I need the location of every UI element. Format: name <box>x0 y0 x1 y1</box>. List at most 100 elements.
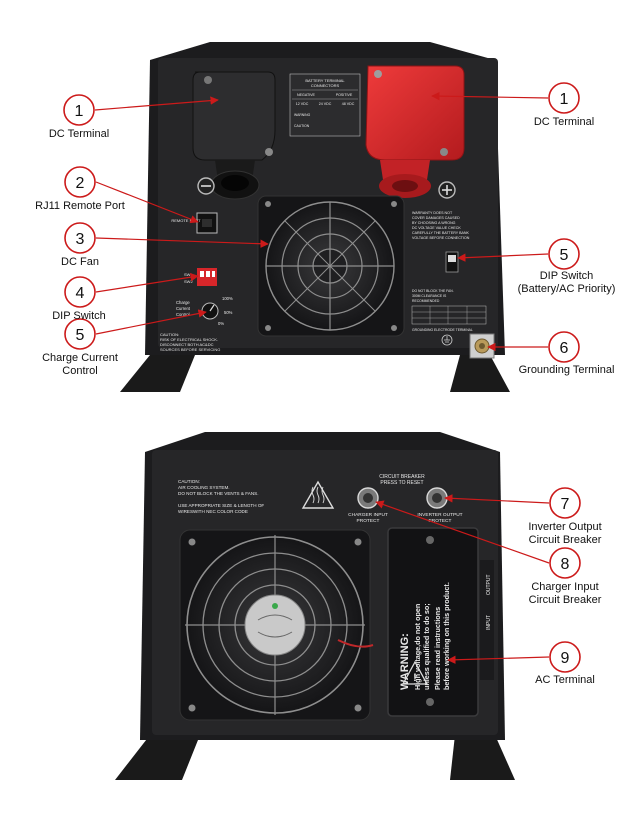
battery-label-title2: CONNECTORS <box>311 83 340 88</box>
warning-line-2: unless qualified to do so; <box>422 603 431 690</box>
pct-0-text: 0% <box>218 321 224 326</box>
inverter-protect-2: PROTECT <box>429 518 452 524</box>
ac-terminal-cover: WARNING: High voltage,do not open unless… <box>387 527 494 717</box>
battery-label-warning: WARNING <box>294 113 311 117</box>
breaker-title-2: PRESS TO RESET <box>380 480 423 486</box>
breaker-title-1: CIRCUIT BREAKER <box>379 474 425 480</box>
fan-clearance-3: RECOMMENDED <box>412 299 440 303</box>
charge-current-text-2: Current <box>176 306 191 311</box>
svg-text:7: 7 <box>561 496 570 513</box>
callout-circle-1-right: 1 <box>548 82 580 114</box>
charger-input-breaker <box>357 487 379 509</box>
rj11-remote-port: REMOTE PORT <box>171 212 218 234</box>
fan-clearance-2: 300M CLEARANCE IS <box>412 294 447 298</box>
svg-text:4: 4 <box>76 285 85 302</box>
arrow-8 <box>375 500 550 564</box>
bottom-right-foot <box>450 735 515 780</box>
top-caution-3: DISCONNECT BOTH AC&DC <box>160 342 214 347</box>
svg-text:6: 6 <box>560 340 569 357</box>
top-caution-4: SOURCES BEFORE SERVICING <box>160 347 220 352</box>
battery-label-negative: NEGATIVE <box>297 93 316 97</box>
arrow-1-left <box>94 96 219 111</box>
bottom-caution-text: CAUTION: AIR COOLING SYSTEM. DO NOT BLOC… <box>178 479 264 514</box>
svg-text:1: 1 <box>560 91 569 108</box>
warranty-notice: WARRANTY DOES NOT COVER DAMAGES CAUSED B… <box>412 211 470 240</box>
bottom-caution-2: AIR COOLING SYSTEM. <box>178 485 230 490</box>
callout-circle-2: 2 <box>64 166 96 198</box>
spec-table: DO NOT BLOCK THE FAN. 300M CLEARANCE IS … <box>411 289 487 346</box>
dc-terminal-positive <box>365 65 465 199</box>
top-right-foot <box>450 355 510 392</box>
svg-text:5: 5 <box>76 327 85 344</box>
bottom-inverter-unit: CAUTION: AIR COOLING SYSTEM. DO NOT BLOC… <box>115 432 515 780</box>
callout-circles: 1 1 2 3 4 5 5 6 7 8 9 <box>63 82 581 673</box>
top-caution-1: CAUTION: <box>160 332 179 337</box>
callout-circle-6: 6 <box>548 331 580 363</box>
top-left-foot <box>120 355 195 392</box>
bottom-caution-3: DO NOT BLOCK THE VENTS & FANS. <box>178 491 259 496</box>
svg-text:3: 3 <box>76 231 85 248</box>
warranty-line-4: DC VOLTAGE VALUE CHECK <box>412 226 461 230</box>
label-charge-current-control: Charge Current Control <box>42 352 118 377</box>
remote-port-text: REMOTE PORT <box>171 218 201 223</box>
inverter-output-breaker <box>426 487 448 509</box>
warranty-line-5: CAREFULLY THE BATTERY BANK <box>412 231 470 235</box>
warranty-line-1: WARRANTY DOES NOT <box>412 211 453 215</box>
callout-lines <box>94 91 550 664</box>
label-ac-terminal: AC Terminal <box>535 674 595 686</box>
warning-line-4: before working on this product. <box>442 582 451 690</box>
svg-text:!: ! <box>413 672 417 684</box>
charge-current-text-1: Charge <box>176 300 190 305</box>
battery-label-positive: POSITIVE <box>336 93 353 97</box>
inverter-protect-1: INVERTER OUTPUT <box>417 512 462 518</box>
fan-hub-sticker <box>244 594 306 656</box>
warning-triangle-icon <box>401 660 429 685</box>
arrow-4 <box>95 273 199 293</box>
battery-label-caution: CAUTION <box>294 124 310 128</box>
sw2-text: SW2 <box>184 279 193 284</box>
label-dc-terminal-right: DC Terminal <box>533 116 595 128</box>
label-rj11-remote-port: RJ11 Remote Port <box>35 200 125 212</box>
battery-label-48v: 48 VDC <box>342 102 355 106</box>
fan-clearance-1: DO NOT BLOCK THE FAN. <box>412 289 454 293</box>
label-inverter-output-breaker: Inverter Output Circuit Breaker <box>528 521 602 546</box>
dip-switch-priority <box>445 251 459 273</box>
callout-circle-5-right: 5 <box>548 238 580 270</box>
sw1-text: SW1 <box>184 272 193 277</box>
pct-100-text: 100% <box>222 296 233 301</box>
svg-text:2: 2 <box>76 175 85 192</box>
arrow-5-left <box>95 309 207 335</box>
terminal-screw-icon-red <box>374 70 382 78</box>
label-dip-switch: DIP Switch <box>52 310 106 322</box>
dip-switch-left: SW1 SW2 <box>184 268 217 286</box>
ac-output-text: OUTPUT <box>486 574 492 595</box>
battery-terminal-label: BATTERY TERMINAL CONNECTORS NEGATIVE POS… <box>289 73 361 137</box>
arrow-5-right <box>457 253 549 262</box>
warranty-line-3: BY CHOOSING A WRONG <box>412 221 456 225</box>
arrow-7 <box>444 494 550 504</box>
svg-text:8: 8 <box>561 556 570 573</box>
warning-line-3: Please read instructions <box>433 607 442 690</box>
label-dc-fan: DC Fan <box>61 256 99 268</box>
callout-circle-5-left: 5 <box>64 318 96 350</box>
grounding-terminal <box>469 333 495 359</box>
wire-text-2: WIRESWITH NEC COLOR CODE <box>178 509 248 514</box>
label-dip-switch-priority: DIP Switch (Battery/AC Priority) <box>517 270 616 295</box>
callout-circle-4: 4 <box>64 276 96 308</box>
circuit-breakers: CIRCUIT BREAKER PRESS TO RESET CHARGER I… <box>348 474 463 524</box>
svg-text:5: 5 <box>560 247 569 264</box>
top-caution-2: RISK OF ELECTRICAL SHOCK. <box>160 337 218 342</box>
dc-terminal-negative <box>192 71 276 200</box>
label-charger-input-breaker: Charger Input Circuit Breaker <box>528 581 602 606</box>
callout-circle-1-left: 1 <box>63 94 95 126</box>
callout-circle-7: 7 <box>549 487 581 519</box>
grounding-electrode-text: GROUNDING ELECTRODE TERMINAL <box>412 328 473 332</box>
label-dc-terminal-left: DC Terminal <box>48 128 110 140</box>
charger-protect-1: CHARGER INPUT <box>348 512 388 518</box>
svg-text:1: 1 <box>75 103 84 120</box>
callout-circle-3: 3 <box>64 222 96 254</box>
hot-surface-icon <box>301 480 335 509</box>
battery-label-12v: 12 VDC <box>296 102 309 106</box>
